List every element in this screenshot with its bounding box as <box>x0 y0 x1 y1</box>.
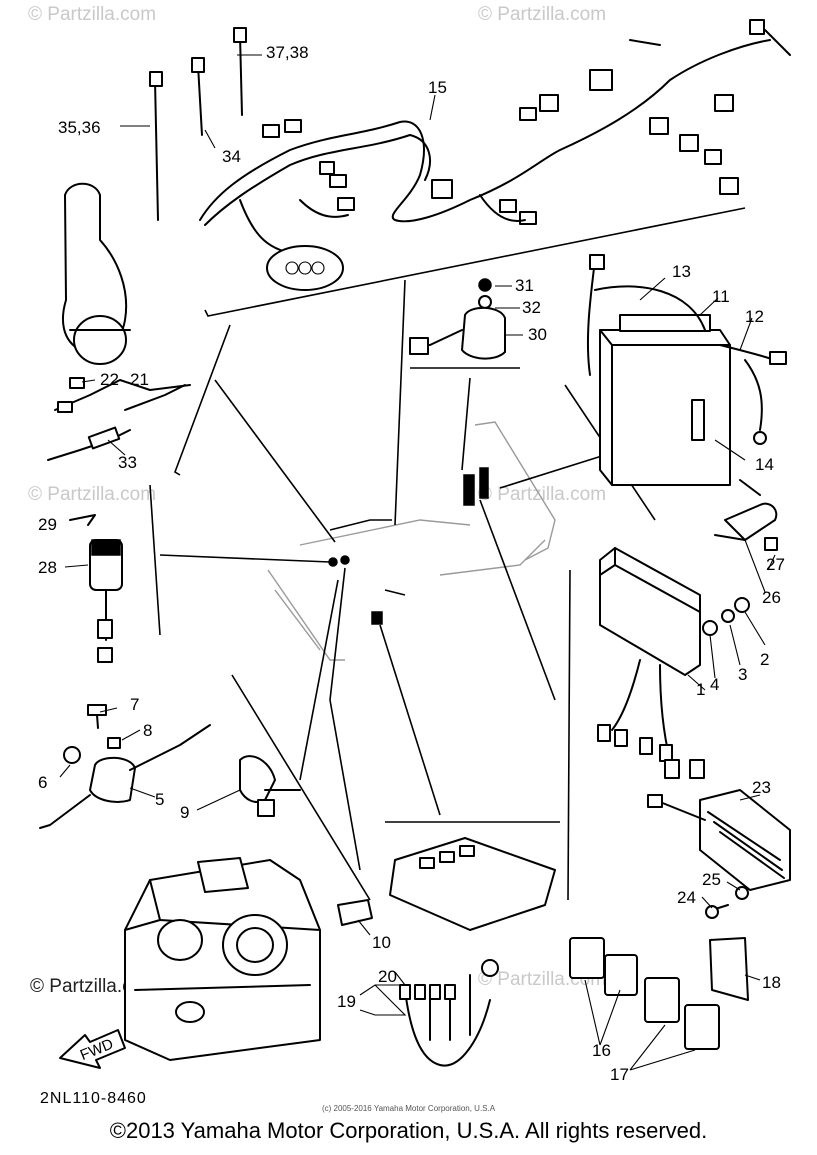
frame-outline <box>267 421 556 661</box>
callout-labels: 1 2 3 4 5 6 7 8 9 10 11 12 13 14 15 16 1… <box>38 43 785 1084</box>
callout-35-36: 35,36 <box>58 118 101 137</box>
callout-4: 4 <box>710 675 719 694</box>
callout-3: 3 <box>738 665 747 684</box>
callout-27: 27 <box>766 555 785 574</box>
parts-19-20-meter-lead <box>389 837 556 1067</box>
callout-19: 19 <box>337 992 356 1011</box>
battery-assembly <box>586 254 787 486</box>
callout-30: 30 <box>528 325 547 344</box>
engine-block <box>124 857 321 1061</box>
callout-16: 16 <box>592 1041 611 1060</box>
part-15-wire-harness <box>199 19 791 291</box>
diagram-code: 2NL110-8460 <box>40 1090 147 1107</box>
callout-1: 1 <box>696 680 705 699</box>
callout-34: 34 <box>222 147 241 166</box>
watermark-mid-left: © Partzilla.com <box>28 484 156 505</box>
callout-2: 2 <box>760 650 769 669</box>
callout-21: 21 <box>130 370 149 389</box>
parts-16-18-relays <box>569 937 749 1050</box>
callout-leaders <box>59 54 776 1071</box>
parts-28-29-main-switch <box>69 514 123 663</box>
fwd-arrow: FWD <box>59 1029 126 1069</box>
callout-9: 9 <box>180 803 189 822</box>
callout-32: 32 <box>522 298 541 317</box>
callout-5: 5 <box>155 790 164 809</box>
callout-20: 20 <box>378 967 397 986</box>
callout-15: 15 <box>428 78 447 97</box>
part-1-cdi-unit <box>597 547 750 779</box>
callout-12: 12 <box>745 307 764 326</box>
callout-24: 24 <box>677 888 696 907</box>
watermark-top-right: © Partzilla.com <box>478 4 606 25</box>
group-brackets <box>149 207 746 901</box>
callout-11: 11 <box>712 287 730 306</box>
small-credit: (c) 2005-2016 Yamaha Motor Corporation, … <box>321 1104 496 1113</box>
watermark-mid-right: © Partzilla.com <box>478 484 606 505</box>
part-23-rectifier <box>647 789 791 919</box>
copyright-footer: ©2013 Yamaha Motor Corporation, U.S.A. A… <box>109 1118 708 1143</box>
watermarks: © Partzilla.com © Partzilla.com © Partzi… <box>28 4 606 997</box>
callout-8: 8 <box>143 721 152 740</box>
callout-18: 18 <box>762 973 781 992</box>
callout-17: 17 <box>610 1065 629 1084</box>
callout-28: 28 <box>38 558 57 577</box>
watermark-top-left: © Partzilla.com <box>28 4 156 25</box>
callout-22: 22 <box>100 370 119 389</box>
callout-26: 26 <box>762 588 781 607</box>
parts-5-10-sensors <box>39 704 373 926</box>
callout-33: 33 <box>118 453 137 472</box>
part-22-handlebar-switch <box>62 182 131 365</box>
callout-37-38: 37,38 <box>266 43 309 62</box>
parts-34-38-bands <box>149 27 247 221</box>
callout-31: 31 <box>515 276 534 295</box>
parts-26-27-sensor <box>714 479 778 551</box>
callout-23: 23 <box>752 778 771 797</box>
parts-30-32-relay <box>409 278 506 360</box>
callout-6: 6 <box>38 773 47 792</box>
callout-10: 10 <box>372 933 391 952</box>
leader-lines <box>159 279 606 871</box>
callout-29: 29 <box>38 515 57 534</box>
callout-14: 14 <box>755 455 774 474</box>
callout-7: 7 <box>130 695 139 714</box>
callout-13: 13 <box>672 262 691 281</box>
parts-21-33 <box>47 377 191 461</box>
callout-25: 25 <box>702 870 721 889</box>
frame-connectors <box>328 467 489 625</box>
